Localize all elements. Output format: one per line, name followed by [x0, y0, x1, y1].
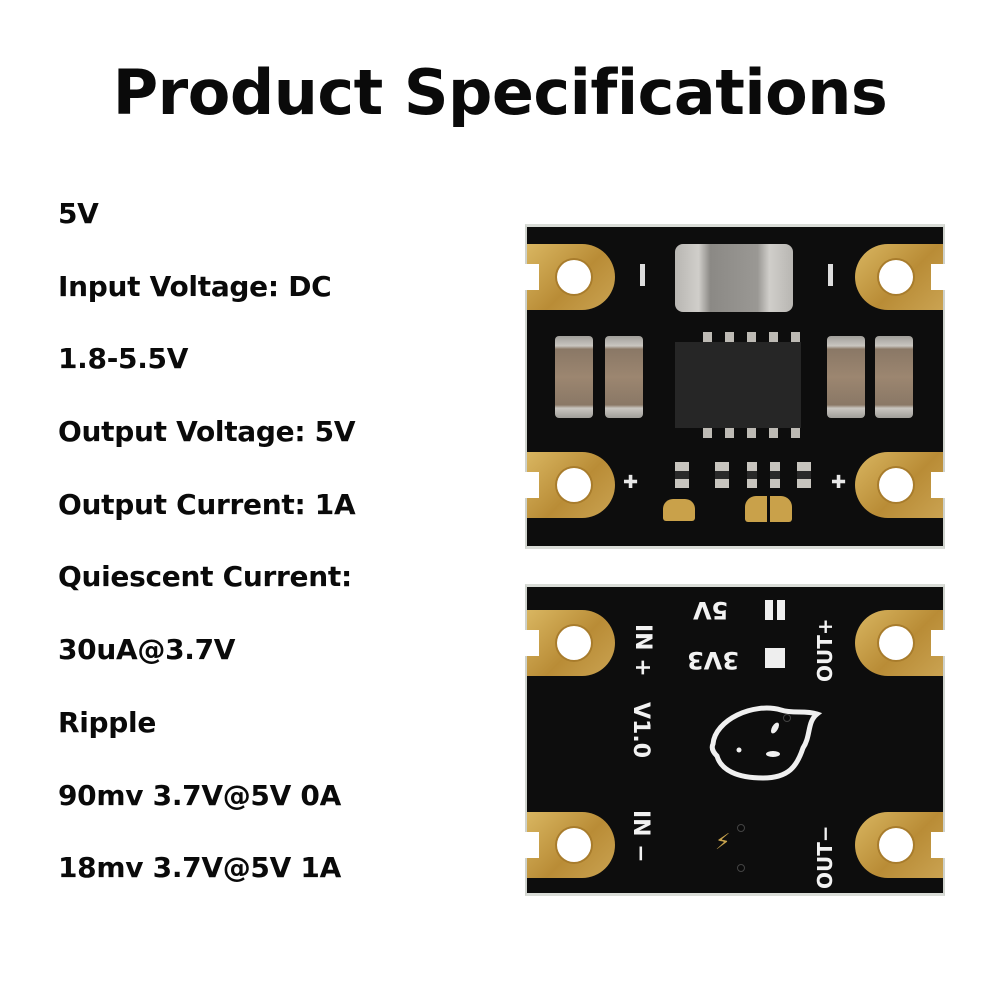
solder-pad-icon: [745, 496, 767, 522]
gold-pad-icon: [527, 610, 615, 676]
spec-line: 90mv 3.7V@5V 0A: [58, 778, 341, 812]
silk-version: V1.0: [628, 702, 653, 758]
gold-pad-icon: [855, 452, 943, 518]
silk-in-minus: IN −: [628, 810, 653, 863]
gold-pad-icon: [527, 244, 615, 310]
spec-line: Quiescent Current:: [58, 560, 352, 594]
spec-line: 30uA@3.7V: [58, 633, 236, 667]
spec-list: 5V Input Voltage: DC 1.8-5.5V Output Vol…: [58, 194, 356, 921]
gold-pad-icon: [527, 452, 615, 518]
capacitor-icon: [555, 336, 593, 418]
capacitor-icon: [605, 336, 643, 418]
capacitor-icon: [827, 336, 865, 418]
pcb-bottom-photo: IN + V1.0 IN − 5V 3V3 OUT+ OUT− ⚡: [525, 584, 945, 896]
ic-chip-icon: [675, 342, 801, 428]
silk-in-plus: IN +: [630, 624, 655, 677]
solder-pad-icon: [663, 499, 695, 521]
gold-pad-icon: [855, 812, 943, 878]
silk-5v: 5V: [693, 596, 729, 624]
inductor-icon: [675, 244, 793, 312]
page-title: Product Specifications: [112, 56, 888, 129]
spec-line: Output Current: 1A: [58, 487, 356, 521]
spec-line: 1.8-5.5V: [58, 342, 189, 376]
spec-line: Output Voltage: 5V: [58, 415, 356, 449]
gold-pad-icon: [855, 244, 943, 310]
capacitor-icon: [875, 336, 913, 418]
silk-out-minus: OUT−: [813, 825, 837, 889]
solder-pad-icon: [770, 496, 792, 522]
spec-line: 18mv 3.7V@5V 1A: [58, 851, 341, 885]
mascot-logo-icon: [709, 705, 823, 781]
silk-3v3: 3V3: [687, 646, 739, 674]
plus-mark-icon: ✚: [623, 472, 639, 493]
lightning-bolt-icon: ⚡: [715, 830, 731, 855]
spec-line: Ripple: [58, 705, 157, 739]
gold-pad-icon: [855, 610, 943, 676]
spec-line: 5V: [58, 197, 99, 230]
plus-mark-icon: ✚: [831, 472, 847, 493]
gold-pad-icon: [527, 812, 615, 878]
spec-line: Input Voltage: DC: [58, 269, 332, 303]
silk-out-plus: OUT+: [813, 618, 837, 682]
pcb-top-photo: ✚ ✚: [525, 224, 945, 549]
